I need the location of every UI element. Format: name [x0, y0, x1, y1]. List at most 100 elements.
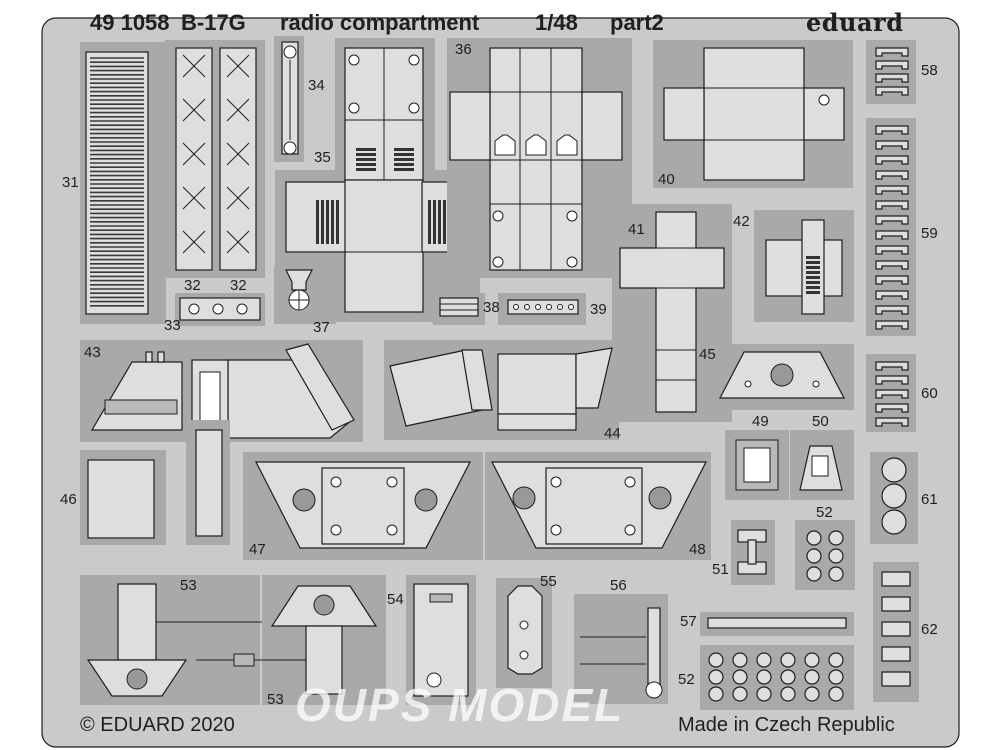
disc — [828, 566, 844, 582]
disc — [732, 652, 748, 668]
strip-43 — [186, 420, 230, 545]
part-59 — [866, 118, 916, 336]
product-code: 49 1058 — [90, 10, 170, 35]
vent-slot — [331, 200, 334, 244]
set-part: part2 — [610, 10, 664, 35]
part-46 — [80, 450, 166, 545]
disc — [828, 652, 844, 668]
disc — [708, 652, 724, 668]
disc — [804, 652, 820, 668]
x-brace — [182, 54, 206, 78]
vent-slot — [443, 200, 446, 244]
part-61 — [870, 452, 918, 544]
part-number: 56 — [610, 577, 627, 594]
part-56 — [574, 594, 668, 704]
part-number: 34 — [308, 77, 325, 94]
disc — [708, 669, 724, 685]
ladder-rung — [875, 275, 909, 285]
ladder-rung — [875, 290, 909, 300]
disc — [828, 530, 844, 546]
part-number: 33 — [164, 317, 181, 334]
ladder-rung — [875, 86, 909, 96]
vent-slot — [394, 153, 414, 156]
part-number: 43 — [84, 344, 101, 361]
part-number: 48 — [689, 541, 706, 558]
watermark: OUPS MODEL — [295, 679, 625, 731]
set-scale: 1/48 — [535, 10, 578, 35]
disc — [780, 652, 796, 668]
part-number: 39 — [590, 301, 607, 318]
vent-slot — [806, 266, 820, 269]
part-number: 46 — [60, 491, 77, 508]
part-number: 37 — [313, 319, 330, 336]
vent-slot — [321, 200, 324, 244]
vent-slot — [806, 271, 820, 274]
ladder-rung — [875, 403, 909, 413]
part-62 — [873, 562, 919, 702]
part-53 — [80, 575, 386, 705]
disc — [828, 548, 844, 564]
part-47 — [243, 452, 483, 560]
part-number: 49 — [752, 413, 769, 430]
part-32 — [165, 40, 265, 278]
part-55 — [496, 578, 552, 688]
vent-slot — [336, 200, 339, 244]
rivet — [568, 304, 574, 310]
part-49 — [725, 430, 789, 500]
disc — [756, 652, 772, 668]
part-31 — [80, 42, 166, 324]
disc — [828, 669, 844, 685]
x-brace — [226, 230, 250, 254]
part-number: 45 — [699, 346, 716, 363]
disc — [828, 686, 844, 702]
rivet — [546, 304, 552, 310]
part-number: 44 — [604, 425, 621, 442]
part-number: 41 — [628, 221, 645, 238]
vent-slot — [394, 148, 414, 151]
vent-slot — [356, 158, 376, 161]
x-brace — [226, 54, 250, 78]
part-34 — [274, 36, 304, 162]
part-33 — [175, 293, 265, 326]
part-number: 51 — [712, 561, 729, 578]
x-brace — [182, 98, 206, 122]
brand-logo: eduard — [806, 8, 904, 37]
ladder-rung — [875, 215, 909, 225]
disc — [804, 669, 820, 685]
vent-slot — [394, 168, 414, 171]
part-number: 47 — [249, 541, 266, 558]
ladder-rung — [875, 125, 909, 135]
disc — [756, 669, 772, 685]
ladder-rung — [875, 155, 909, 165]
part-42 — [754, 210, 854, 322]
copyright: © EDUARD 2020 — [80, 714, 235, 736]
x-brace — [226, 142, 250, 166]
part-39 — [498, 293, 586, 325]
ladder-rung — [875, 170, 909, 180]
part-number: 38 — [483, 299, 500, 316]
plate — [881, 571, 911, 587]
vent-slot — [356, 163, 376, 166]
x-brace — [226, 186, 250, 210]
disc — [732, 669, 748, 685]
ladder-rung — [875, 60, 909, 70]
part-48 — [485, 452, 711, 560]
rivet — [535, 304, 541, 310]
part-54 — [406, 575, 476, 705]
part-number: 42 — [733, 213, 750, 230]
vent-slot — [356, 153, 376, 156]
x-brace — [182, 230, 206, 254]
ladder-rung — [875, 417, 909, 427]
vent-slot — [806, 286, 820, 289]
ladder-rung — [875, 185, 909, 195]
x-brace — [226, 98, 250, 122]
vent-slot — [394, 163, 414, 166]
ladder-rung — [875, 200, 909, 210]
disc — [806, 566, 822, 582]
disc — [780, 686, 796, 702]
rivet — [557, 304, 563, 310]
ladder-rung — [875, 47, 909, 57]
ladder-rung — [875, 389, 909, 399]
part-number: 55 — [540, 573, 557, 590]
vent-slot — [806, 261, 820, 264]
